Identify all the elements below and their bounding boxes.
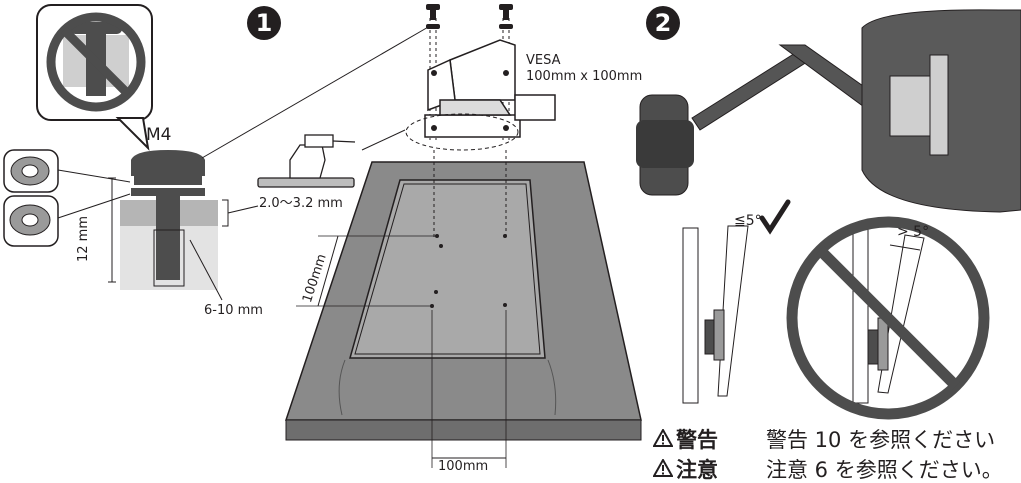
vesa-bracket	[424, 39, 556, 138]
vesa-size-label: 100mm x 100mm	[526, 69, 643, 84]
screw-callout	[36, 4, 153, 151]
step-2-badge: 2	[646, 6, 680, 40]
caution-text: 注意 6 を参照ください。	[766, 458, 1003, 482]
warning-triangle-icon	[653, 459, 673, 477]
warning-text: 警告 10 を参照ください	[766, 428, 996, 452]
spring-washer-icon	[3, 149, 59, 193]
screw-cross-section	[120, 150, 218, 290]
depth-label: 6-10 mm	[204, 303, 263, 318]
caution-heading-text: 注意	[676, 458, 718, 482]
screw-label: M4	[146, 125, 172, 145]
tilt-ok-diagram	[682, 225, 749, 404]
vesa-label: VESA	[526, 53, 561, 68]
warning-triangle-icon	[653, 429, 673, 447]
no-sign-icon	[46, 12, 146, 112]
flat-washer-icon	[3, 195, 59, 247]
check-icon	[759, 199, 791, 235]
step-1-badge: 1	[247, 6, 281, 40]
thickness-label: 2.0〜3.2 mm	[259, 196, 343, 211]
no-sign-icon	[786, 216, 990, 420]
tilt-bad-diagram	[852, 227, 925, 404]
warning-heading: 警告	[653, 428, 718, 452]
bracket-thickness-detail	[257, 134, 356, 188]
hole-horizontal-label: 100mm	[438, 459, 489, 474]
monitor-step2	[861, 9, 1021, 213]
tilt-ok-label: ≦5°	[734, 213, 762, 229]
screw-length-label: 12 mm	[76, 215, 91, 262]
monitor-back	[284, 161, 642, 441]
caution-heading: 注意	[653, 458, 718, 482]
warning-heading-text: 警告	[676, 428, 718, 452]
tilt-bad-label: > 5°	[897, 224, 930, 240]
